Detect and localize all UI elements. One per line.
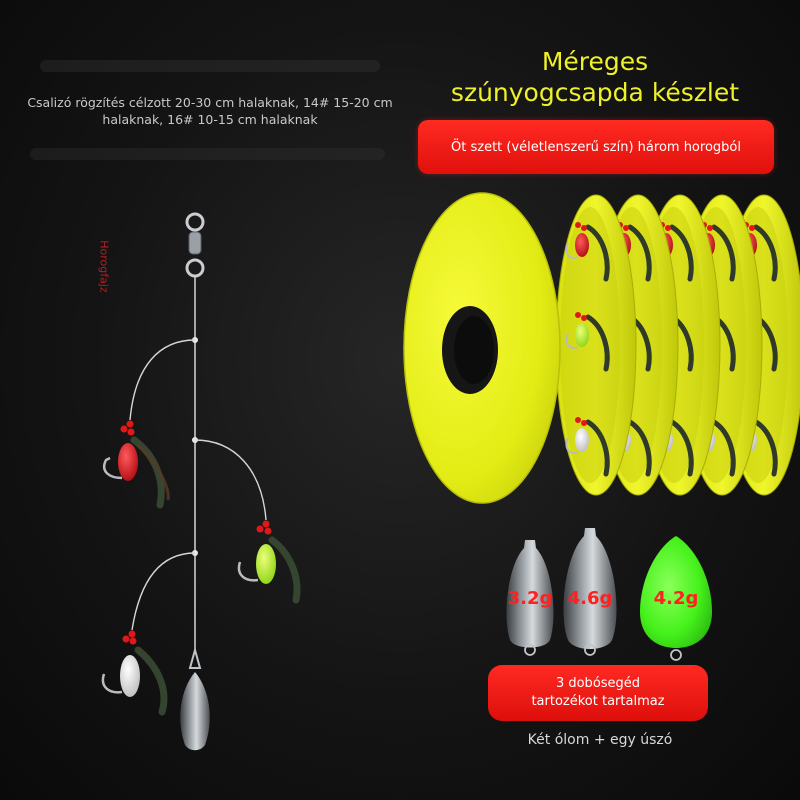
weight-label-2: 4.6g: [567, 588, 613, 609]
weight-label-3: 4.2g: [653, 588, 699, 609]
spool-set-1: [555, 194, 637, 496]
weight-label-1: 3.2g: [507, 588, 553, 609]
product-title: Méreges szúnyogcsapda készlet: [420, 46, 770, 108]
mini-lure-icon: [565, 312, 610, 372]
rig-description: Csalizó rögzítés célzott 20-30 cm halakn…: [27, 95, 393, 127]
lead-weight-1-icon: [506, 540, 554, 656]
mini-lure-icon: [565, 222, 610, 282]
sinker-icon: [180, 646, 210, 751]
lead-weight-2-icon: [563, 528, 617, 656]
mini-lure-icon: [565, 417, 610, 477]
float-icon: [640, 536, 712, 661]
accessory-badge-line2: tartozékot tartalmaz: [531, 694, 665, 709]
lure-white-icon: [101, 630, 168, 716]
spool-front-face: [403, 192, 561, 504]
rig-vertical-label: Horogfajz: [97, 240, 111, 293]
lure-green-icon: [237, 520, 301, 604]
accessory-badge-line1: 3 dobósegéd: [555, 676, 641, 691]
fishing-rig: [101, 212, 301, 751]
lure-red-icon: [103, 420, 170, 509]
swivel-icon: [185, 212, 205, 278]
sets-banner-text: Öt szett (véletlenszerű szín) három horo…: [451, 139, 741, 155]
weights-row: [506, 528, 712, 661]
bottom-note: Két ólom + egy úszó: [527, 732, 673, 748]
sets-banner: Öt szett (véletlenszerű szín) három horo…: [418, 120, 774, 174]
accessory-badge: 3 dobósegéd tartozékot tartalmaz: [488, 665, 708, 721]
product-title-line1: Méreges: [541, 47, 649, 76]
line-spool-stack: [403, 192, 800, 504]
blurred-header-band: [30, 60, 385, 160]
product-title-line2: szúnyogcsapda készlet: [450, 78, 740, 107]
